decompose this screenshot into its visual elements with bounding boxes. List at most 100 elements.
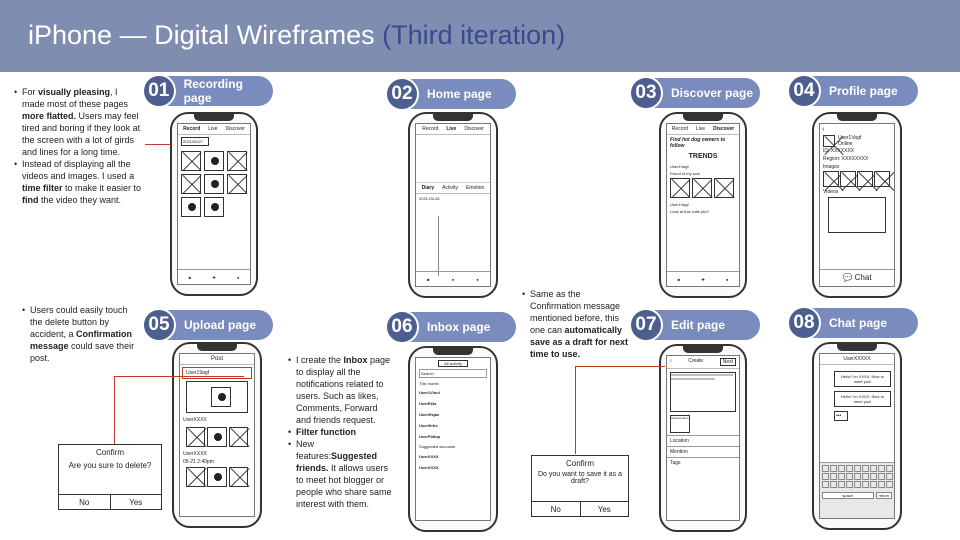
video-thumb[interactable] — [207, 467, 227, 487]
search-input[interactable]: Search — [419, 369, 487, 378]
profile-image[interactable] — [840, 171, 856, 187]
nav-icon[interactable]: ● — [476, 276, 479, 282]
nav-icon[interactable]: ● — [451, 276, 455, 282]
post-image[interactable] — [228, 467, 248, 487]
post-image[interactable] — [692, 178, 712, 198]
nav-icon[interactable]: ■ — [188, 274, 192, 280]
upload-video-button[interactable]: Upload video — [670, 415, 690, 433]
tab-live[interactable]: Live — [446, 126, 457, 132]
videos-label: Videos — [823, 189, 839, 195]
nav-icon[interactable]: ■ — [677, 276, 681, 282]
notch — [194, 114, 234, 121]
month-label: This month — [419, 381, 439, 386]
nav-icon[interactable]: ● — [236, 274, 240, 280]
yes-button[interactable]: Yes — [579, 502, 629, 516]
tab-emotion[interactable]: Emotion — [466, 185, 485, 191]
media-grid — [178, 148, 250, 220]
tab-discover[interactable]: Discover — [713, 126, 735, 132]
return-key[interactable]: return — [875, 492, 892, 499]
video-thumb[interactable] — [204, 174, 224, 194]
suggested-item[interactable]: UserXXXX — [419, 454, 439, 459]
tab-live[interactable]: Live — [695, 126, 706, 132]
screen-upload: Post User19agf UserXXXX UserXXXX 05-21 2… — [179, 353, 255, 517]
video-thumb[interactable] — [207, 427, 227, 447]
date-filter[interactable]: 2021/05/27 — [181, 137, 209, 146]
tags-item[interactable]: Tags — [667, 457, 739, 468]
tab-discover[interactable]: Discover — [464, 126, 484, 132]
tab-activity[interactable]: Activity — [442, 185, 458, 191]
video-thumb[interactable] — [204, 197, 224, 217]
post-user[interactable]: UserXXXX — [183, 451, 207, 457]
profile-region: Region: XXXXXXXX — [823, 156, 869, 162]
post-user[interactable]: User1Vagf — [670, 202, 689, 207]
list-item[interactable]: UserEt4a — [419, 401, 437, 406]
space-key[interactable]: space — [822, 492, 874, 499]
nav-icon[interactable]: ✚ — [701, 276, 705, 282]
suggested-label: Suggested accounts — [419, 444, 456, 449]
notch — [683, 114, 723, 121]
post-image[interactable] — [186, 427, 206, 447]
play-icon[interactable] — [211, 387, 231, 407]
mention-item[interactable]: Mention — [667, 446, 739, 457]
video-box[interactable] — [828, 197, 886, 233]
caption-input[interactable]: XXXXXXXXXXXXXXXXXXXXXXXXXXXXXXXXXXXXXXXX… — [670, 372, 736, 412]
profile-image[interactable] — [857, 171, 873, 187]
video-thumb[interactable] — [204, 151, 224, 171]
nav-icon[interactable]: ✚ — [212, 274, 216, 280]
media-thumb[interactable] — [181, 174, 201, 194]
list-item[interactable]: User1Vioul — [419, 390, 440, 395]
suggested-item[interactable]: UserXXXX — [419, 465, 439, 470]
video-thumb[interactable] — [181, 197, 201, 217]
media-thumb[interactable] — [227, 151, 247, 171]
post-image[interactable] — [670, 178, 690, 198]
annotation-arrow — [114, 376, 244, 377]
tab-record[interactable]: Record — [183, 126, 201, 132]
post-user[interactable]: UserXXXX — [183, 417, 207, 423]
bottom-nav: ■ ● ● — [416, 271, 490, 286]
media-thumb[interactable] — [181, 151, 201, 171]
tab-live[interactable]: Live — [208, 126, 218, 132]
back-icon[interactable]: ‹ — [670, 358, 672, 364]
trends-banner[interactable]: TRENDS — [688, 153, 718, 160]
list-item[interactable]: User0fsjax — [419, 412, 440, 417]
post-caption: Look at this cutie pie!! — [670, 209, 709, 214]
list-item[interactable]: User0hfrs — [419, 423, 438, 428]
activity-filter[interactable]: All activity — [438, 360, 468, 367]
back-icon[interactable]: ‹ — [822, 126, 825, 133]
post-image[interactable] — [228, 427, 248, 447]
nav-icon[interactable]: ● — [725, 276, 729, 282]
location-item[interactable]: Location — [667, 435, 739, 446]
no-button[interactable]: No — [550, 504, 561, 514]
chat-message: Hello! I'm XXXX. Nice to meet you! — [834, 391, 891, 407]
dialog-message: Do you want to save it as a draft? — [537, 471, 623, 485]
list-item[interactable]: UserFbfiop — [419, 434, 441, 439]
post-image[interactable] — [714, 178, 734, 198]
dialog-title: Confirm — [565, 459, 594, 468]
video-player[interactable] — [186, 381, 248, 413]
nav-icon[interactable]: ■ — [427, 276, 430, 282]
screen-inbox: All activity Search This month User1Viou… — [415, 357, 491, 521]
post-user[interactable]: User1Vagf — [670, 164, 689, 169]
tab-diary[interactable]: Diary — [421, 185, 435, 191]
page-title: iPhone — Digital Wireframes (Third itera… — [28, 20, 566, 50]
no-button[interactable]: No — [79, 497, 90, 507]
tab-record[interactable]: Record — [671, 126, 688, 132]
tab-record[interactable]: Record — [422, 126, 439, 132]
media-thumb[interactable] — [227, 174, 247, 194]
chat-button[interactable]: 💬 Chat — [820, 269, 894, 282]
next-button[interactable]: Next — [719, 358, 736, 366]
profile-image[interactable] — [823, 171, 839, 187]
yes-button[interactable]: Yes — [109, 495, 162, 509]
post-image[interactable] — [186, 467, 206, 487]
post-user[interactable]: User19agf — [182, 367, 252, 379]
tab-discover[interactable]: Discover — [225, 126, 245, 132]
annotation-arrow — [575, 366, 665, 367]
profile-image[interactable] — [874, 171, 890, 187]
